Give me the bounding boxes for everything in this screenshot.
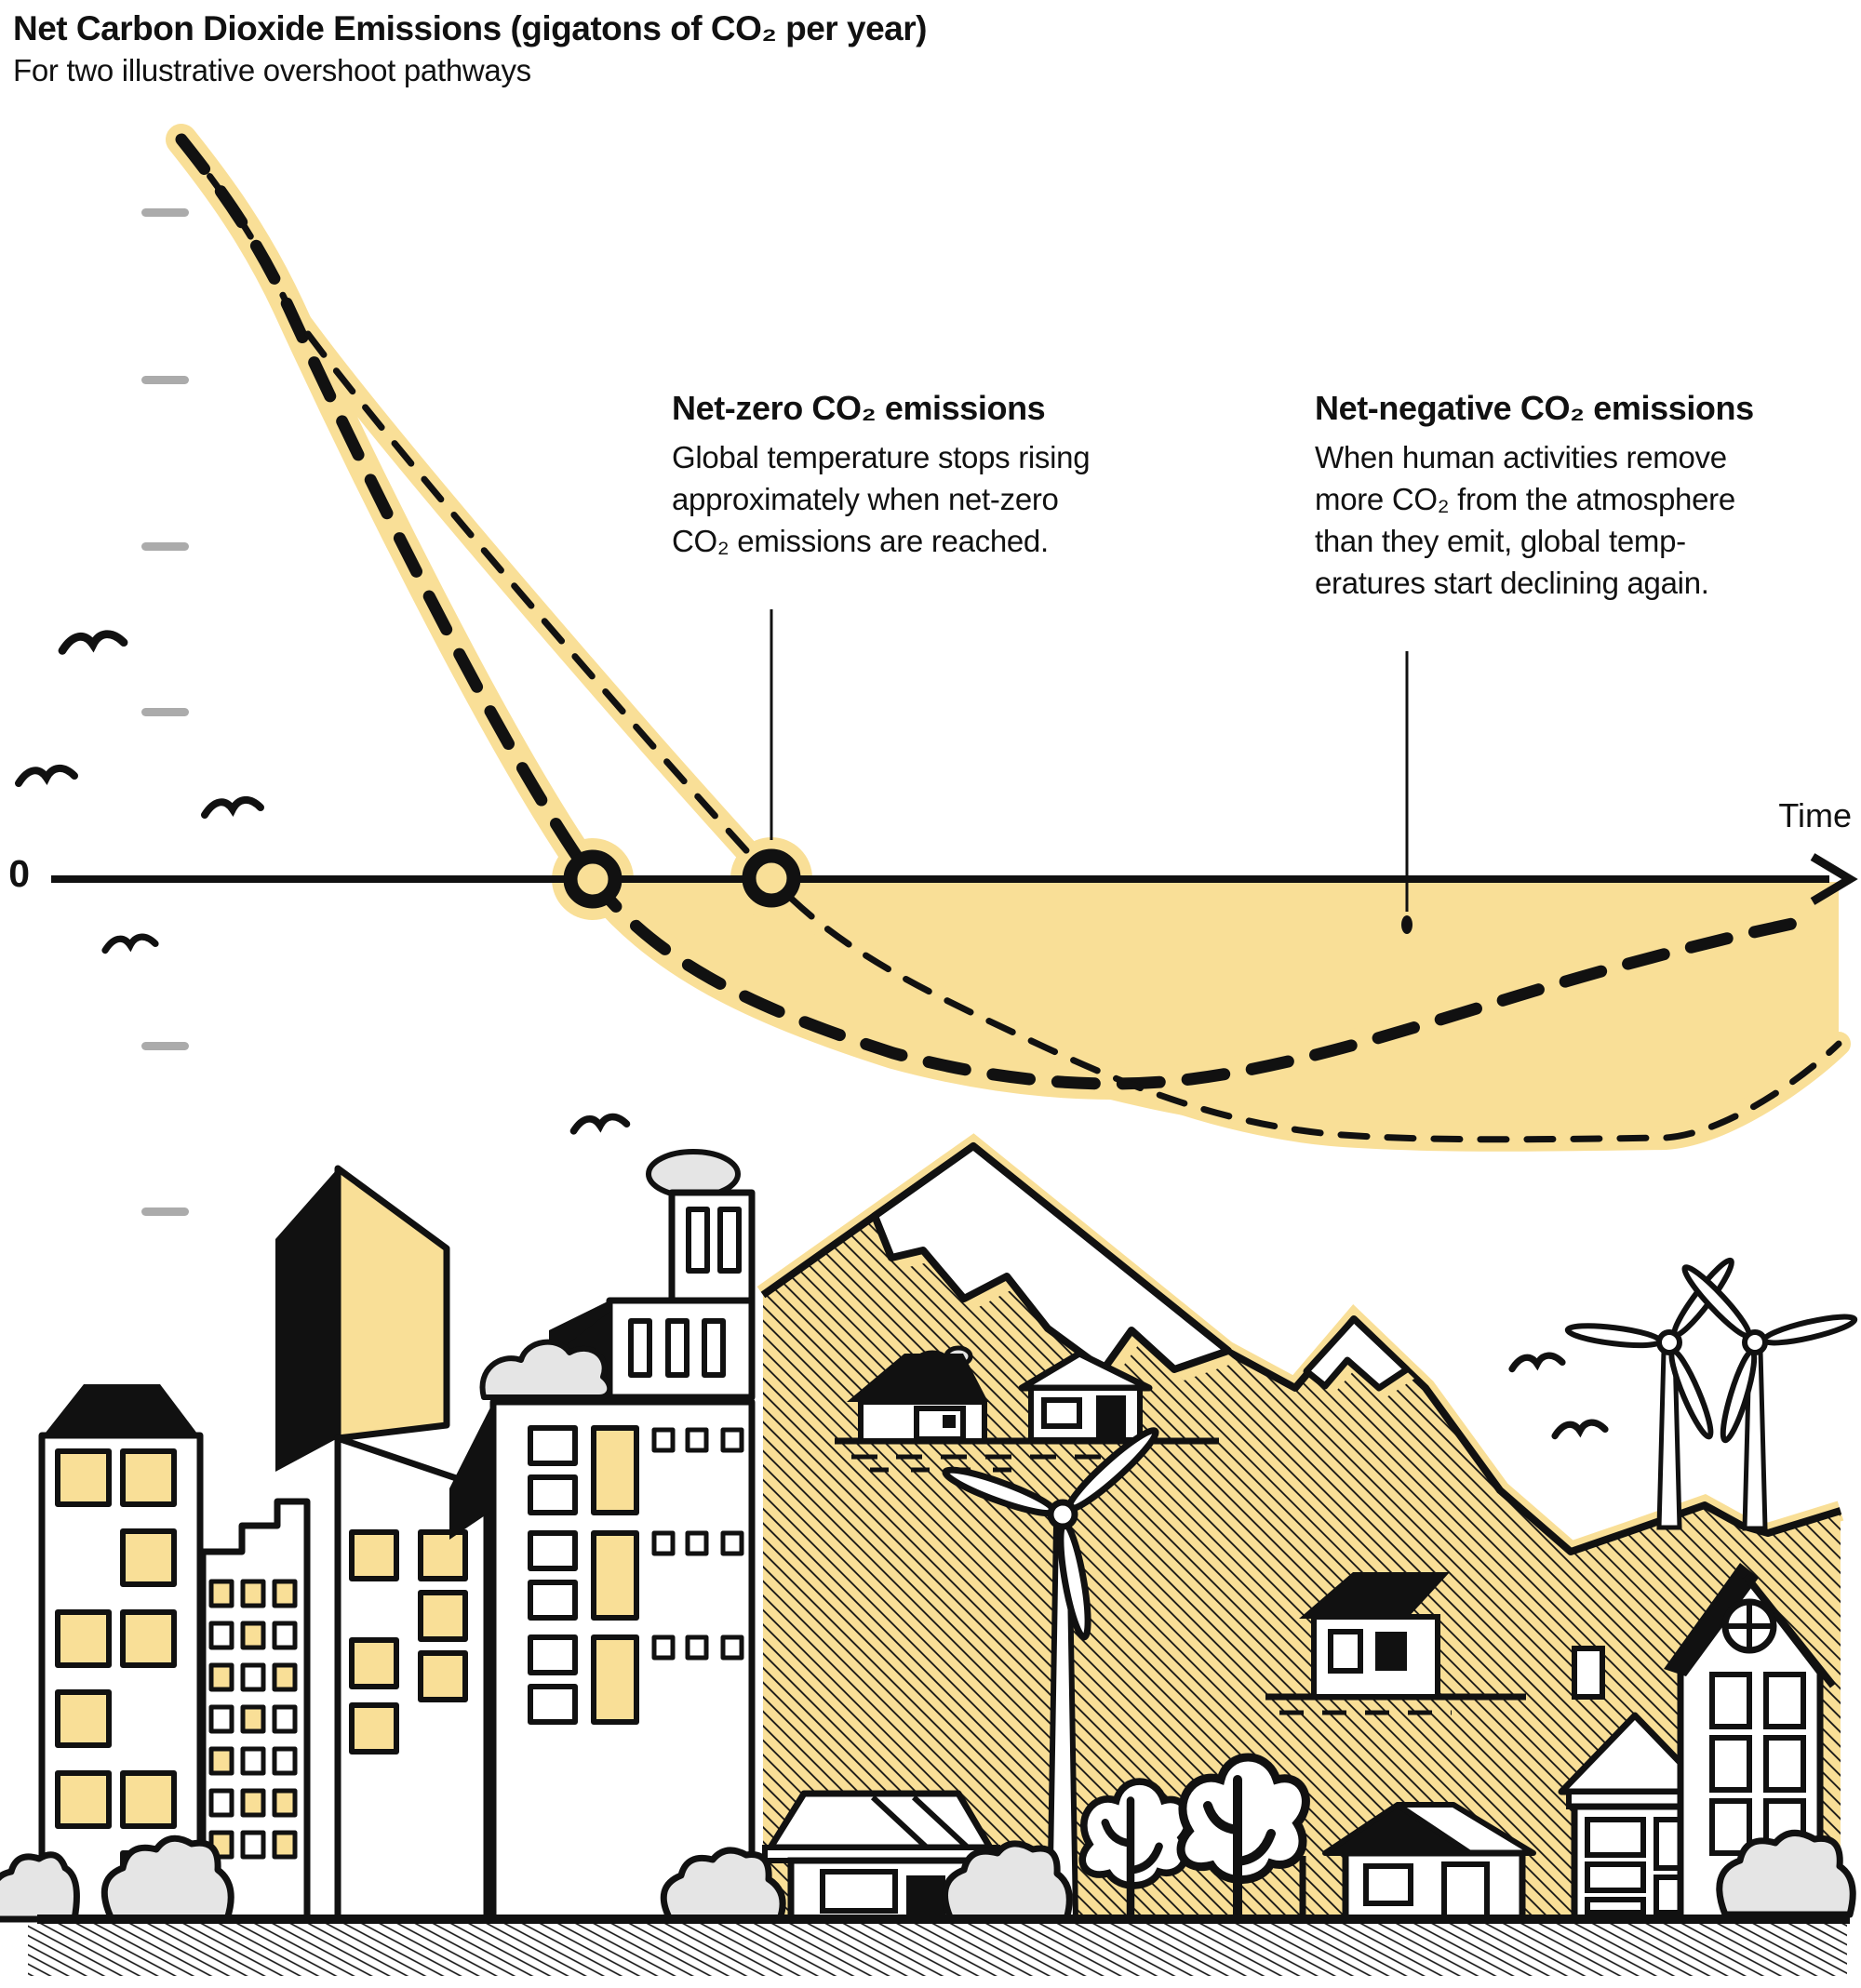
net-zero-marker-pathway1: [563, 849, 623, 909]
net-negative-shaded-area: [593, 882, 1839, 1140]
net-negative-annotation-line: eratures start declining again.: [1315, 565, 1709, 600]
highrise-with-slot-windows: [449, 1149, 756, 1923]
net-zero-marker-pathway2: [742, 848, 801, 908]
trees: [1078, 1753, 1310, 1924]
chart-subtitle: For two illustrative overshoot pathways: [13, 53, 531, 87]
net-zero-annotation-line: approximately when net-zero: [672, 481, 1059, 516]
chart-title: Net Carbon Dioxide Emissions (gigatons o…: [13, 9, 927, 47]
net-zero-annotation-line: CO₂ emissions are reached.: [672, 523, 1049, 558]
bird-icon: [1551, 1419, 1609, 1440]
snow-cap-small: [1303, 1315, 1411, 1392]
bird-icon: [101, 933, 159, 954]
bush-icon: [942, 1840, 1073, 1923]
black-and-yellow-tower: [275, 1165, 508, 1923]
net-negative-annotation-line: When human activities remove: [1315, 440, 1727, 474]
city-buildings: [38, 1149, 756, 1923]
hatched-hills: [756, 1133, 1844, 1919]
pathway1-thick-dashed-line: [175, 133, 1821, 1090]
village-house: [1322, 1802, 1536, 1923]
bird-icon: [1508, 1352, 1566, 1373]
wind-turbine-icon: [1681, 1264, 1858, 1531]
bush-icon: [660, 1847, 786, 1923]
emissions-chart: [51, 124, 1858, 1216]
cloud-icon: [479, 1339, 613, 1400]
city-building-with-yellow-windows: [38, 1384, 204, 1923]
bush-icon: [100, 1835, 234, 1923]
y-axis-ticks: [141, 208, 189, 1216]
net-negative-annotation-line: more CO₂ from the atmosphere: [1315, 481, 1735, 516]
bush-icon: [0, 1851, 80, 1923]
net-negative-annotation: Net-negative CO₂ emissions When human ac…: [1315, 389, 1754, 605]
bird-icon: [58, 630, 128, 655]
house-roof: [1299, 1572, 1450, 1619]
solar-panel-house: [762, 1790, 1000, 1923]
hill-house-lower: [1265, 1572, 1526, 1715]
hill-houses: [835, 1345, 1219, 1473]
pathway2-thin-dashed-line: [178, 136, 1842, 1143]
birds: [15, 630, 1609, 1440]
net-negative-annotation-line: than they emit, global temp-: [1315, 523, 1686, 558]
bird-icon: [15, 765, 78, 787]
tree-icon: [1176, 1753, 1310, 1924]
net-zero-annotation-line: Global temperature stops rising: [672, 440, 1091, 474]
stepped-building-small-windows: [199, 1498, 311, 1923]
village-house: [1018, 1350, 1153, 1443]
hatched-ground: [28, 1915, 1850, 1976]
hill-hatch-fill: [763, 1146, 1841, 1919]
net-negative-annotation-heading: Net-negative CO₂ emissions: [1315, 389, 1754, 427]
time-axis-arrow-icon: [1810, 853, 1858, 905]
house-with-smoke: [847, 1345, 988, 1444]
net-negative-pointer-dot: [1401, 915, 1412, 934]
bird-icon: [201, 796, 264, 819]
x-axis-label: Time: [1778, 796, 1852, 834]
gray-bushes: [0, 1830, 1856, 1923]
snow-cap-large: [871, 1142, 1232, 1373]
axis-zero-label: 0: [8, 852, 30, 895]
bush-icon: [1716, 1830, 1856, 1918]
net-zero-annotation-heading: Net-zero CO₂ emissions: [672, 389, 1046, 427]
net-zero-annotation: Net-zero CO₂ emissions Global temperatur…: [672, 389, 1091, 563]
bird-icon: [569, 1113, 631, 1135]
